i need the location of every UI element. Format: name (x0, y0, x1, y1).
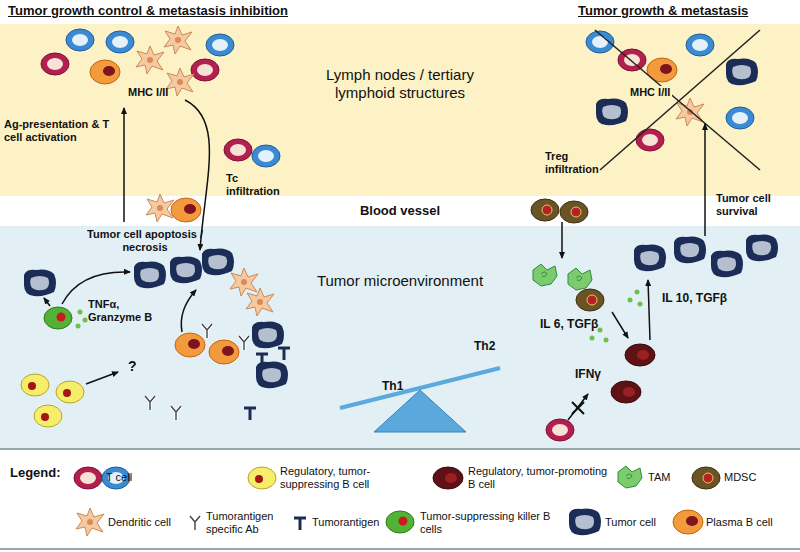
mdsc-cell (531, 199, 559, 221)
flow-arrow (612, 312, 628, 338)
lymph-band (0, 24, 800, 196)
annotation-label: Th2 (474, 340, 495, 354)
annotation-label: Ag-presentation & T cell activation (4, 118, 112, 143)
dendritic-cell (146, 194, 174, 222)
flow-arrow (123, 108, 125, 222)
tumor-right (533, 235, 778, 442)
band-label: Tumor microenvironment (300, 272, 500, 290)
annotation-label: Th1 (382, 380, 403, 394)
annotation-label: Tumor cell survival (716, 192, 786, 217)
separator (0, 448, 800, 450)
legend-label: TAM (648, 471, 670, 484)
band-label: Blood vessel (250, 203, 550, 219)
legend-icons (74, 466, 720, 536)
legend-label: Regulatory, tumor-suppressing B cell (280, 465, 420, 490)
t-cell (224, 139, 252, 161)
annotation-label: ? (128, 358, 137, 374)
block-cross (572, 402, 584, 414)
plasma-cell (171, 198, 201, 222)
lymph-node-left (41, 26, 234, 96)
flow-arrow (704, 124, 706, 236)
t-cell (252, 145, 280, 167)
legend-label: MDSC (724, 471, 756, 484)
annotation-label: MHC I/II (628, 86, 672, 99)
annotation-label: IL 6, TGFβ (540, 318, 598, 332)
annotation-label: Tc infiltration (226, 172, 290, 197)
legend-label: T cell (106, 471, 132, 484)
band-label: Lymph nodes / tertiary lymphoid structur… (295, 66, 505, 102)
annotation-label: Tumor cell apoptosis / necrosis (86, 228, 204, 253)
annotation-label: IL 10, TGFβ (662, 292, 727, 306)
legend-label: Regulatory, tumor-promoting B cell (468, 465, 608, 490)
legend-label: Tumorantigen (312, 516, 379, 529)
legend-title: Legend: (10, 466, 61, 481)
annotation-label: MHC I/II (128, 86, 168, 99)
legend-label: Tumor-suppressing killer B cells (420, 510, 565, 535)
legend-label: Plasma B cell (706, 516, 773, 529)
band-region: Lymph nodes / tertiary lymphoid structur… (0, 24, 800, 196)
mdsc-cell (560, 201, 588, 223)
panel-heading: Tumor growth control & metastasis inhibi… (8, 4, 288, 19)
legend-label: Dendritic cell (108, 516, 171, 529)
flow-arrow (44, 298, 50, 306)
annotation-label: Treg infiltration (545, 150, 609, 175)
band-region: Blood vessel (0, 196, 800, 226)
separator (0, 548, 800, 550)
flow-arrow (181, 290, 196, 332)
annotation-label: IFNγ (575, 368, 601, 382)
flow-arrow (86, 372, 118, 384)
tumor-band (0, 226, 800, 448)
lymph-node-right (586, 30, 760, 170)
blocked-arrow (568, 394, 588, 420)
th-balance (340, 368, 500, 432)
annotation-label: TNFα, Granzyme B (88, 298, 163, 323)
flow-arrow (561, 222, 563, 258)
tumor-left (21, 249, 290, 428)
legend-label: Tumor cell (605, 516, 656, 529)
band-region: Tumor microenvironment (0, 226, 800, 448)
flow-arrow (185, 100, 209, 250)
legend-label: Tumorantigen specific Ab (206, 510, 286, 535)
flow-arrow (648, 280, 650, 340)
panel-heading: Tumor growth & metastasis (578, 4, 748, 19)
